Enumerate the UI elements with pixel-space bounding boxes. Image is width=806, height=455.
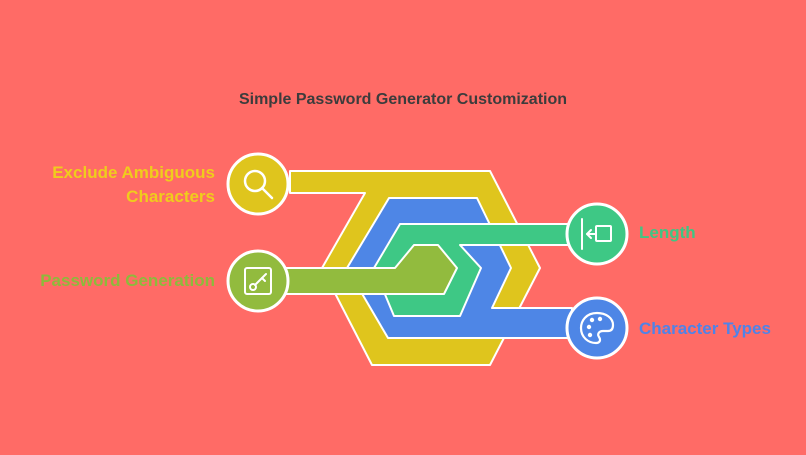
palette-icon — [579, 311, 615, 345]
exclude-ambiguous-label: Exclude Ambiguous Characters — [52, 161, 215, 209]
exclude-ambiguous-label-line2: Characters — [126, 187, 215, 206]
length-slider-icon — [581, 218, 612, 250]
search-icon — [243, 169, 274, 200]
exclude-ambiguous-label-line1: Exclude Ambiguous — [52, 163, 215, 182]
password-generation-path — [271, 244, 458, 295]
password-generation-label: Password Generation — [40, 271, 215, 290]
character-types-node — [565, 296, 629, 360]
key-icon — [244, 267, 272, 295]
length-label: Length — [639, 223, 696, 242]
exclude-ambiguous-node — [226, 152, 290, 216]
character-types-label: Character Types — [639, 319, 771, 338]
diagram-title: Simple Password Generator Customization — [238, 91, 568, 108]
